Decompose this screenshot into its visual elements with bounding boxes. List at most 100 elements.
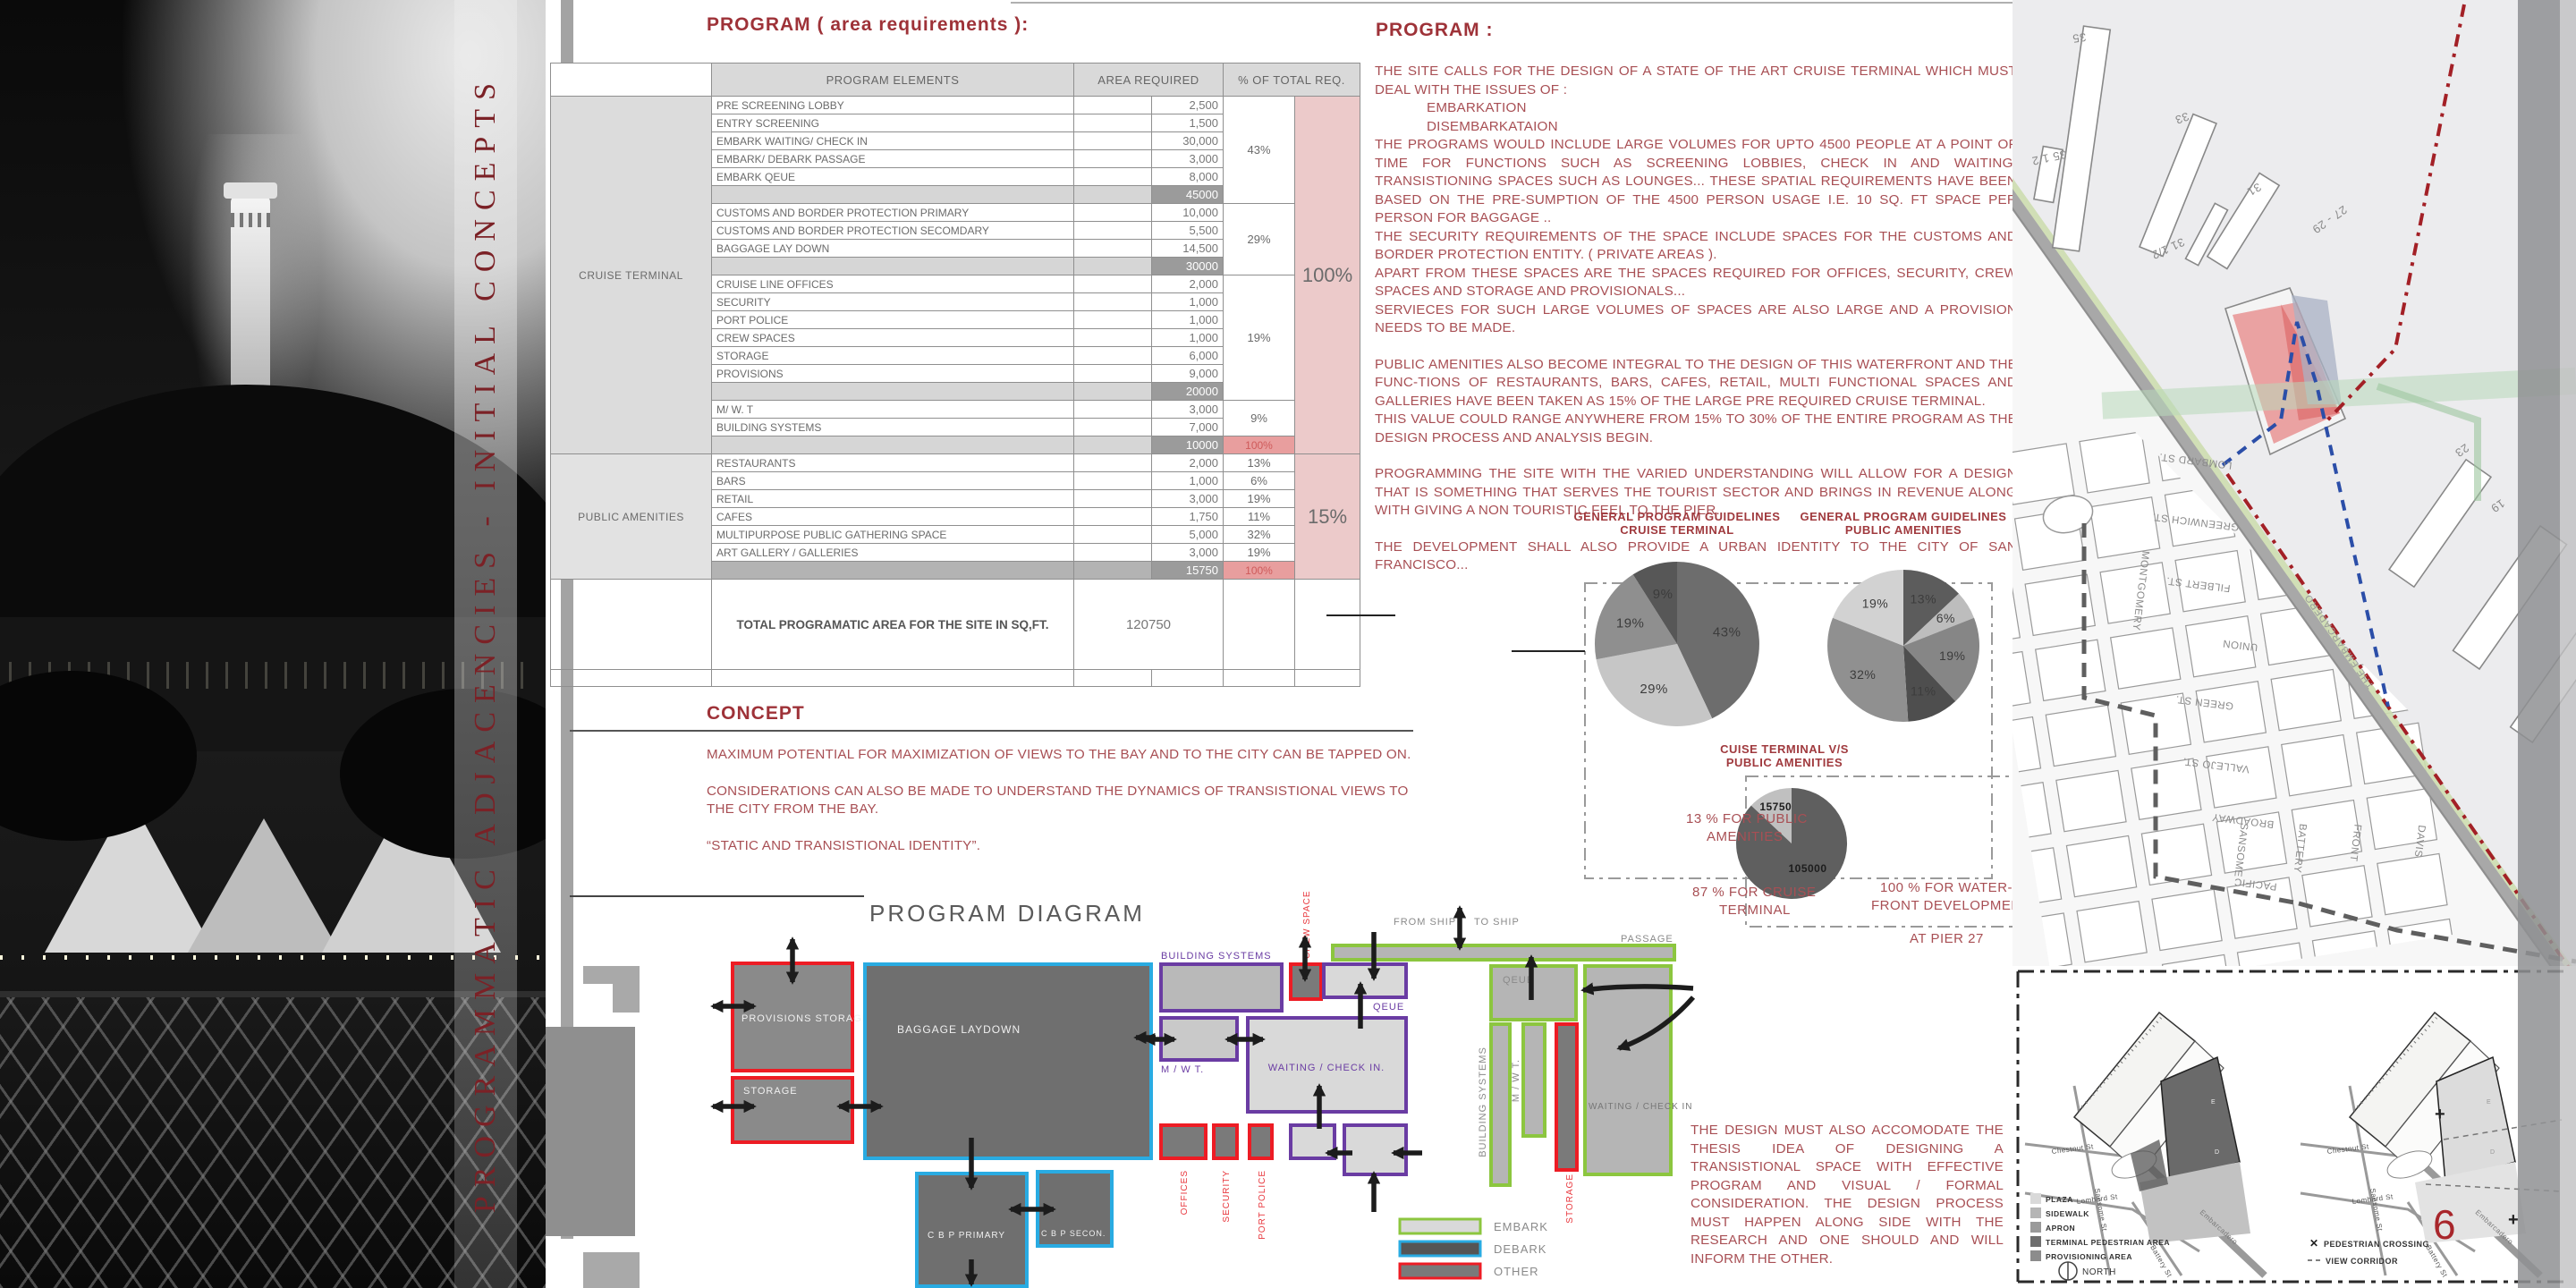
end-cell — [1294, 669, 1360, 687]
tree-silhouette — [0, 671, 197, 841]
area-value-cell: 1,000 — [1151, 292, 1224, 311]
pie-title: CUISE TERMINAL V/S — [1720, 742, 1849, 756]
diagram-box-storage-vert — [1555, 1022, 1579, 1172]
pie-slice — [1632, 562, 1677, 644]
legend-label: EMBARK — [1494, 1220, 1548, 1233]
program-text: THE SITE CALLS FOR THE DESIGN OF A STATE… — [1375, 63, 2017, 575]
city-block — [2270, 668, 2343, 732]
element-cell: PRE SCREENING LOBBY — [711, 96, 1074, 114]
header-empty-cell — [550, 63, 712, 97]
subtotal-blank-cell — [1073, 561, 1152, 580]
map-pier-label: 23 — [2453, 441, 2471, 460]
diagram-box-port-police — [1248, 1123, 1274, 1160]
area-blank-cell — [1073, 131, 1152, 150]
subtotal-label-cell — [711, 561, 1074, 580]
crossing-label: PEDESTRIAN CROSSING — [2324, 1240, 2429, 1249]
area-value-cell: 5,500 — [1151, 221, 1224, 240]
total-label-cell: TOTAL PROGRAMATIC AREA FOR THE SITE IN S… — [711, 579, 1074, 670]
header-pct-total: % OF TOTAL REQ. — [1223, 63, 1360, 97]
element-cell: CUSTOMS AND BORDER PROTECTION SECOMDARY — [711, 221, 1074, 240]
page-title: PROGRAMMATIC ADJACENCIES - INITIAL CONCE… — [469, 74, 502, 1214]
green-path — [2376, 383, 2481, 501]
element-cell: EMBARK WAITING/ CHECK IN — [711, 131, 1074, 150]
right-margin-bar-light — [2560, 0, 2576, 1288]
subtotal-label-cell — [711, 257, 1074, 275]
pier-shape — [2051, 25, 2112, 252]
element-cell: BARS — [711, 471, 1074, 490]
table-heading: PROGRAM ( area requirements ): — [707, 14, 1030, 35]
diagram-label: SECURITY — [1222, 1170, 1232, 1223]
pie-slice-label: 11% — [1911, 683, 1936, 698]
subtotal-label-cell — [711, 436, 1074, 454]
end-cell — [1223, 669, 1295, 687]
element-cell: PORT POLICE — [711, 310, 1074, 329]
bldg-letter: E — [2211, 1099, 2216, 1106]
plan-legend-swatch — [2030, 1222, 2041, 1233]
pie-slice — [1677, 562, 1759, 719]
area-value-cell: 30,000 — [1151, 131, 1224, 150]
element-cell: STORAGE — [711, 346, 1074, 365]
pie-slice-label: 19% — [1939, 648, 1966, 663]
pie-slice-label: 32% — [1850, 667, 1877, 682]
pier-shape — [2033, 145, 2063, 204]
end-cell — [1073, 669, 1152, 687]
area-blank-cell — [1073, 543, 1152, 562]
city-block — [2109, 627, 2182, 690]
site-highlight — [2233, 302, 2340, 444]
pie-slice-label: 6% — [1936, 611, 1955, 625]
diagram-label: WAITING / CHECK IN. — [1268, 1063, 1385, 1073]
city-block — [2065, 835, 2138, 898]
bldg-letter: E — [2487, 1099, 2491, 1106]
diagram-heading: PROGRAM DIAGRAM — [869, 900, 1145, 927]
vertical-title-strip: PROGRAMMATIC ADJACENCIES - INITIAL CONCE… — [454, 0, 517, 1288]
diagram-box-label: STORAGE — [743, 1086, 798, 1097]
diagram-box-label: C B P PRIMARY — [928, 1231, 1005, 1241]
area-blank-cell — [1073, 346, 1152, 365]
group-label-cell: CRUISE TERMINAL — [550, 96, 712, 454]
area-value-cell: 2,000 — [1151, 275, 1224, 293]
red-dashdot-line — [2326, 4, 2466, 422]
group-pct-cell: 19% — [1223, 275, 1295, 401]
city-block — [2079, 430, 2150, 494]
area-blank-cell — [1073, 525, 1152, 544]
city-block — [2045, 704, 2117, 767]
annotation-waterfront: 100 % FOR WATER- — [1880, 880, 2012, 895]
legend-swatch-other — [1398, 1262, 1482, 1280]
table-row: CUSTOMS AND BORDER PROTECTION SECOMDARY 5… — [551, 221, 1360, 240]
diagram-label: FROM SHIP — [1394, 917, 1456, 928]
city-block — [2012, 716, 2042, 779]
city-block — [2012, 585, 2021, 648]
pier-shape — [2139, 113, 2217, 258]
diagram-box-building-systems — [1159, 962, 1284, 1013]
page-number: 6 — [2433, 1201, 2456, 1248]
diagram-label: OFFICES — [1180, 1170, 1190, 1215]
diagram-label: STORAGE — [1565, 1174, 1575, 1224]
gray-dashed-path — [2298, 901, 2576, 964]
pie-title: GENERAL PROGRAM GUIDELINES — [1574, 510, 1781, 523]
subtotal-row: 45000 — [551, 185, 1360, 204]
map-street-label: UNION — [2222, 638, 2258, 653]
diagram-box-offices — [1159, 1123, 1208, 1160]
program-paragraph: PROGRAMMING THE SITE WITH THE VARIED UND… — [1375, 466, 2017, 518]
plan-legend-label: TERMINAL PEDESTRIAN AREA — [2046, 1238, 2170, 1247]
row-pct-cell: 19% — [1223, 543, 1295, 562]
plan-legend-swatch — [2030, 1193, 2041, 1204]
diagram-curved-arrow — [1616, 996, 1696, 1051]
area-blank-cell — [1073, 364, 1152, 383]
diagram-label: PORT POLICE — [1258, 1170, 1267, 1240]
header-program-elements: PROGRAM ELEMENTS — [711, 63, 1074, 97]
city-block — [2089, 496, 2161, 559]
city-block — [2174, 549, 2246, 613]
pie-slice — [1903, 570, 1959, 646]
plan-legend-label: PROVISIONING AREA — [2046, 1252, 2132, 1261]
area-blank-cell — [1073, 114, 1152, 132]
area-value-cell: 1,000 — [1151, 310, 1224, 329]
program-paragraph: EMBARKATION — [1427, 100, 1527, 115]
city-block — [2291, 799, 2363, 862]
